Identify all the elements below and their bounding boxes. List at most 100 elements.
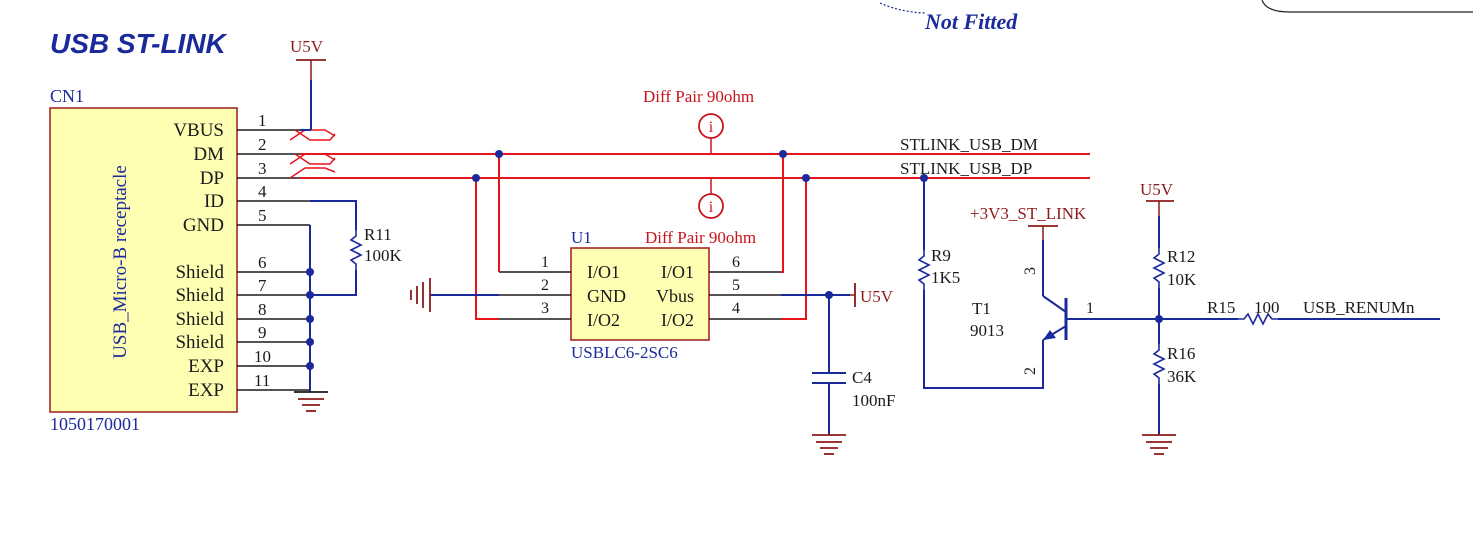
- u1-pin-number: 6: [732, 254, 740, 271]
- c4-ref: C4: [852, 368, 872, 387]
- r16-resistor: [1152, 344, 1166, 384]
- u1-pin-name: Vbus: [656, 286, 694, 306]
- cn1-pin-number: 11: [254, 371, 270, 390]
- not-fitted-label: Not Fitted: [924, 9, 1018, 34]
- cn1-pin-name: EXP: [188, 356, 224, 377]
- u5v-r12-label: U5V: [1140, 180, 1174, 199]
- u1-body: [570, 247, 710, 341]
- u1-pin-name: I/O1: [661, 262, 694, 282]
- cn1-pin-numbers: 1 2 3 4 5 6 7 8 9 10 11: [254, 111, 271, 390]
- cn1-pin-number: 7: [258, 276, 267, 295]
- u1-pin-number: 2: [541, 277, 549, 294]
- net-label-dm: STLINK_USB_DM: [900, 135, 1038, 154]
- u1-pin-number: 3: [541, 300, 549, 317]
- u1-ref: U1: [571, 228, 592, 247]
- net-label-renum: USB_RENUMn: [1303, 298, 1415, 317]
- cn1-pin-name: DM: [193, 144, 224, 165]
- c4-capacitor: [812, 372, 846, 384]
- u1-pin-names: I/O1 GND I/O2 I/O1 Vbus I/O2: [587, 262, 694, 330]
- cn1-pin-number: 5: [258, 206, 267, 225]
- cn1-pin-name: Shield: [175, 285, 224, 306]
- cn1-pin-number: 1: [258, 111, 267, 130]
- u1-pin-name: GND: [587, 286, 626, 306]
- r11-value: 100K: [364, 246, 403, 265]
- t1-transistor: [1042, 295, 1159, 341]
- cn1-pin-names: VBUS DM DP ID GND Shield Shield Shield S…: [173, 120, 224, 401]
- cn1-pin-name: ID: [204, 191, 224, 212]
- u1-pin-name: I/O1: [587, 262, 620, 282]
- r11-wire: [310, 270, 357, 296]
- net-label-dp: STLINK_USB_DP: [900, 159, 1032, 178]
- r16-value: 36K: [1167, 367, 1197, 386]
- u1-pin-name: I/O2: [661, 310, 694, 330]
- cn1-pin-number: 4: [258, 182, 267, 201]
- not-fitted-jumpers: [289, 129, 336, 179]
- u1-pin-name: I/O2: [587, 310, 620, 330]
- sheet-title: USB ST-LINK: [50, 28, 228, 59]
- cn1-pin-name: Shield: [175, 332, 224, 353]
- u5v-top-label: U5V: [290, 37, 324, 56]
- r12-value: 10K: [1167, 270, 1197, 289]
- diff-pair-top-label: Diff Pair 90ohm: [643, 87, 754, 106]
- cn1-pin-number: 10: [254, 347, 271, 366]
- u1-pin-number: 4: [732, 300, 740, 317]
- r11-ref: R11: [364, 225, 392, 244]
- u5v-power-u1: U5V: [850, 283, 894, 307]
- cn1-pin-name: GND: [183, 215, 224, 236]
- diff-pair-directive-bottom: i Diff Pair 90ohm: [645, 178, 756, 247]
- t1-pin-e: 2: [1022, 367, 1039, 375]
- note-box-corner: [1261, 0, 1473, 13]
- shield-junctions: [306, 268, 314, 370]
- r15-resistor: [1238, 312, 1278, 326]
- cn1-body-label: USB_Micro-B receptacle: [110, 165, 131, 359]
- cn1-ref: CN1: [50, 86, 84, 106]
- t1-value: 9013: [970, 321, 1004, 340]
- not-fitted-leader: [879, 2, 926, 14]
- r15-value: 100: [1254, 298, 1280, 317]
- cn1-pin-name: VBUS: [173, 120, 224, 141]
- info-icon: [698, 193, 724, 219]
- diff-icon-glyph: i: [709, 119, 714, 136]
- cn1-pin-leads: [237, 129, 310, 391]
- cn1-part: 1050170001: [50, 414, 140, 434]
- u1-io-routes: [475, 154, 807, 320]
- c4-value: 100nF: [852, 391, 895, 410]
- cn1-pin-name: EXP: [188, 380, 224, 401]
- cn1-pin-name: DP: [200, 168, 224, 189]
- u1-part: USBLC6-2SC6: [571, 343, 678, 362]
- t1-ref: T1: [972, 299, 991, 318]
- r9-wire-bottom: [923, 290, 1044, 389]
- t1-pin-b: 1: [1086, 300, 1094, 317]
- c4-ground-symbol: [812, 434, 846, 455]
- cn1-body: [49, 107, 238, 413]
- v33-label: +3V3_ST_LINK: [970, 204, 1087, 223]
- cn1-pin-name: Shield: [175, 262, 224, 283]
- r16-ref: R16: [1167, 344, 1195, 363]
- u1-pin-number: 1: [541, 254, 549, 271]
- cn1-pin-number: 6: [258, 253, 267, 272]
- cn1-ground-symbol: [294, 391, 328, 412]
- diff-pair-bottom-label: Diff Pair 90ohm: [645, 228, 756, 247]
- r9-ref: R9: [931, 246, 951, 265]
- cn1-pin-number: 8: [258, 300, 267, 319]
- cn1-pin-name: Shield: [175, 309, 224, 330]
- r12-resistor: [1152, 248, 1166, 288]
- u5v-power-r12: U5V: [1140, 180, 1174, 216]
- u1-pin-numbers: 1 2 3 6 5 4: [541, 254, 740, 317]
- cn1-pin-number: 9: [258, 323, 267, 342]
- id-wire: [310, 200, 357, 230]
- r16-ground-symbol: [1142, 434, 1176, 455]
- r9-resistor: [917, 250, 931, 290]
- cn1-pin-number: 3: [258, 159, 267, 178]
- r15-ref: R15: [1207, 298, 1235, 317]
- t1-pin-c: 3: [1022, 267, 1039, 275]
- diff-pair-directive-top: Diff Pair 90ohm i: [643, 87, 754, 154]
- r11-resistor: [349, 230, 363, 270]
- u5v-u1-label: U5V: [860, 287, 894, 306]
- u5v-power-top: U5V: [290, 37, 326, 80]
- diff-icon-glyph: i: [709, 199, 714, 216]
- r9-value: 1K5: [931, 268, 960, 287]
- u1-pin-leads: [499, 271, 781, 320]
- r12-ref: R12: [1167, 247, 1195, 266]
